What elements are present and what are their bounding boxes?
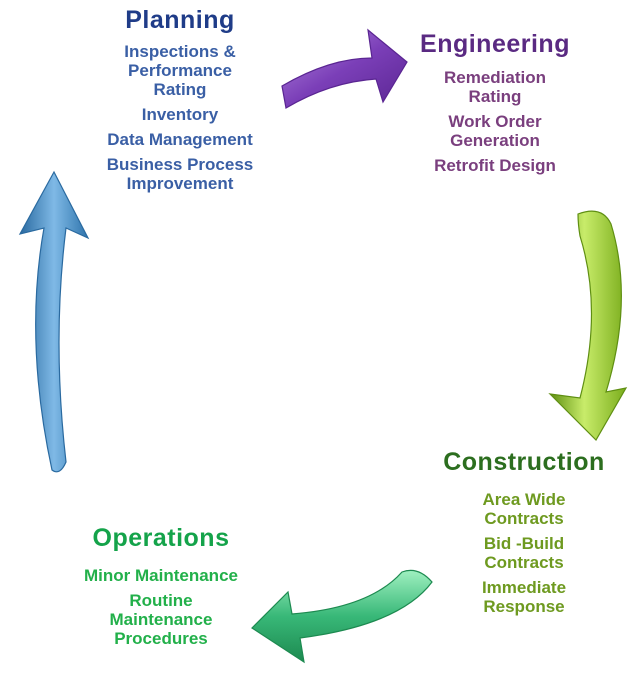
phase-title-engineering: Engineering [420,30,570,58]
phase-item: Area Wide Contracts [424,490,624,528]
phase-item: Immediate Response [424,578,624,616]
phase-item: Inventory [70,105,290,124]
phase-item: Data Management [70,130,290,149]
phase-item: Minor Maintenance [46,566,276,585]
phase-item: Remediation Rating [400,68,590,106]
item-line: Procedures [114,629,208,648]
arrow-construction-to-operations [251,569,433,664]
phase-planning: Planning Inspections & Performance Ratin… [70,6,290,193]
item-line: Inspections & [124,42,236,61]
arrow-planning-to-engineering [281,28,408,109]
item-line: Contracts [484,509,564,528]
phase-item: Inspections & Performance Rating [70,42,290,99]
phase-operations: Operations Minor Maintenance Routine Mai… [46,524,276,648]
item-line: Contracts [484,553,564,572]
item-line: Area Wide [482,490,566,509]
phase-item: Routine Maintenance Procedures [46,591,276,648]
item-line: Routine [129,591,193,610]
item-line: Generation [450,131,540,150]
phase-item: Retrofit Design [400,156,590,175]
item-line: Inventory [141,105,219,124]
item-line: Business Process [106,155,254,174]
phase-title-operations: Operations [92,524,230,552]
item-line: Data Management [107,130,253,149]
phase-construction: Construction Area Wide Contracts Bid -Bu… [424,448,624,616]
arrow-engineering-to-construction [548,210,628,441]
arrow-operations-to-planning [18,170,90,473]
item-line: Improvement [126,174,234,193]
phase-title-construction: Construction [443,448,605,476]
item-line: Bid -Build [483,534,565,553]
phase-items-operations: Minor Maintenance Routine Maintenance Pr… [46,566,276,648]
item-line: Work Order [448,112,542,131]
item-line: Remediation [443,68,547,87]
item-line: Performance [128,61,232,80]
item-line: Maintenance [109,610,213,629]
item-line: Immediate [481,578,567,597]
phase-engineering: Engineering Remediation Rating Work Orde… [400,30,590,175]
item-line: Response [483,597,565,616]
phase-item: Bid -Build Contracts [424,534,624,572]
item-line: Minor Maintenance [84,566,238,585]
phase-items-planning: Inspections & Performance Rating Invento… [70,42,290,193]
item-line: Rating [153,80,207,99]
phase-title-planning: Planning [125,6,235,34]
phase-items-engineering: Remediation Rating Work Order Generation… [400,68,590,175]
phase-item: Work Order Generation [400,112,590,150]
phase-item: Business Process Improvement [70,155,290,193]
item-line: Rating [468,87,522,106]
phase-items-construction: Area Wide Contracts Bid -Build Contracts… [424,490,624,616]
item-line: Retrofit Design [434,156,556,175]
